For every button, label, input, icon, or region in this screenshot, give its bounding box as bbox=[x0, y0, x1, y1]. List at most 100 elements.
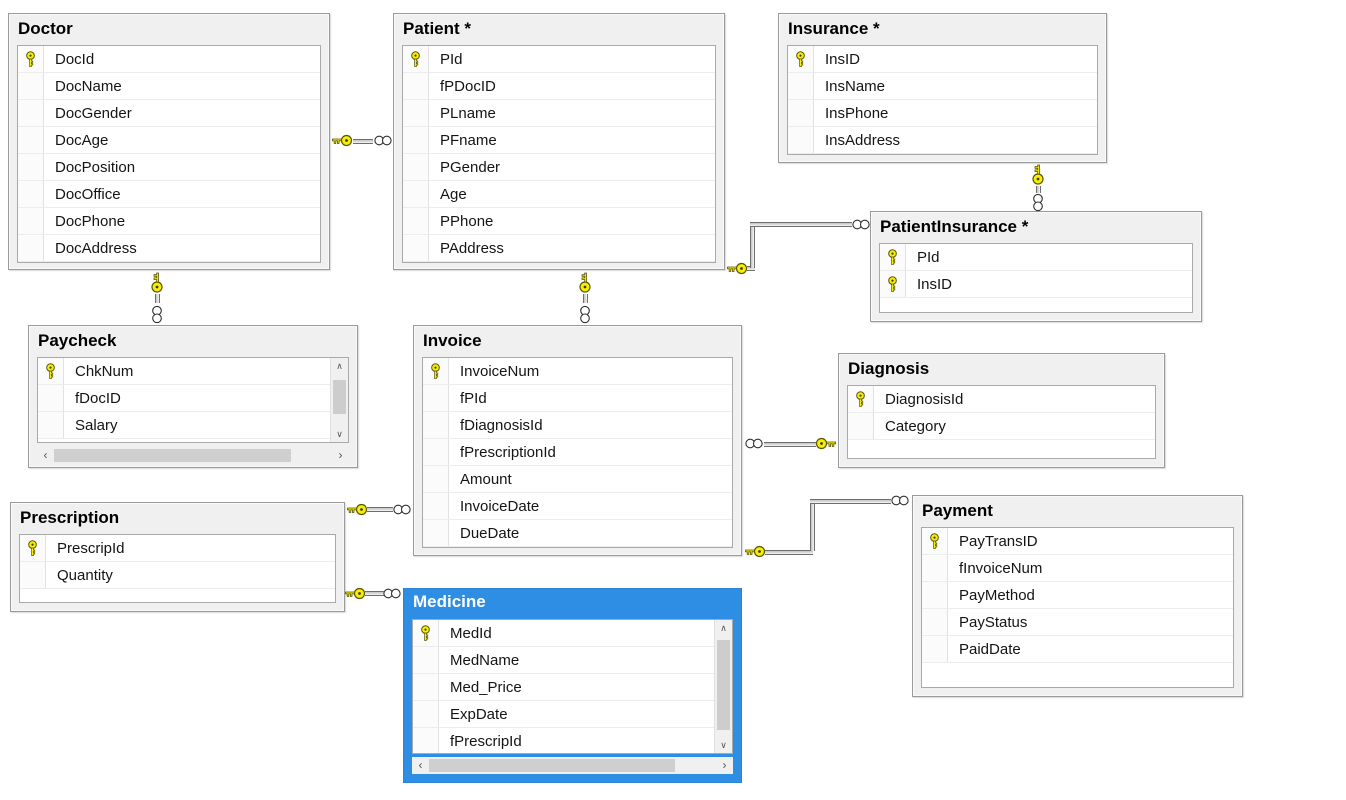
column-row[interactable]: Category bbox=[848, 413, 1155, 440]
relationship-line bbox=[365, 591, 384, 596]
column-row[interactable]: DocPosition bbox=[18, 154, 320, 181]
key-cell bbox=[788, 73, 814, 99]
horizontal-scroll-thumb[interactable] bbox=[54, 449, 291, 462]
primary-key-icon bbox=[403, 46, 429, 72]
column-row[interactable]: InsName bbox=[788, 73, 1097, 100]
column-row[interactable]: DiagnosisId bbox=[848, 386, 1155, 413]
column-row[interactable]: DocAddress bbox=[18, 235, 320, 262]
column-row[interactable]: Med_Price bbox=[413, 674, 715, 701]
scroll-up-icon[interactable]: ∧ bbox=[720, 623, 727, 633]
key-cell bbox=[922, 636, 948, 662]
column-row[interactable]: DocPhone bbox=[18, 208, 320, 235]
scroll-right-icon[interactable]: › bbox=[338, 448, 343, 462]
column-row[interactable]: Quantity bbox=[20, 562, 335, 589]
key-cell bbox=[403, 100, 429, 126]
column-row[interactable]: PId bbox=[403, 46, 715, 73]
column-row[interactable]: DocId bbox=[18, 46, 320, 73]
column-row[interactable]: PId bbox=[880, 244, 1192, 271]
column-name: PFname bbox=[440, 131, 497, 149]
key-cell bbox=[38, 412, 64, 438]
column-row[interactable]: PLname bbox=[403, 100, 715, 127]
column-row[interactable]: DueDate bbox=[423, 520, 732, 547]
column-name: DocAge bbox=[55, 131, 109, 149]
column-row[interactable]: InsID bbox=[880, 271, 1192, 298]
column-name: Salary bbox=[75, 416, 118, 434]
column-name: PayMethod bbox=[959, 586, 1035, 604]
relationship-line bbox=[810, 504, 815, 551]
column-row[interactable]: DocOffice bbox=[18, 181, 320, 208]
column-row[interactable]: PrescripId bbox=[20, 535, 335, 562]
column-row[interactable]: DocGender bbox=[18, 100, 320, 127]
horizontal-scrollbar[interactable]: ‹› bbox=[37, 447, 349, 464]
scroll-left-icon[interactable]: ‹ bbox=[43, 448, 48, 462]
key-cell bbox=[788, 100, 814, 126]
key-one-end-icon bbox=[815, 437, 837, 450]
column-row[interactable]: ChkNum bbox=[38, 358, 331, 385]
column-row[interactable]: PayMethod bbox=[922, 582, 1233, 609]
scroll-up-icon[interactable]: ∧ bbox=[336, 361, 343, 371]
key-cell bbox=[423, 520, 449, 546]
column-row[interactable]: DocName bbox=[18, 73, 320, 100]
column-row[interactable]: Salary bbox=[38, 412, 331, 439]
column-row[interactable]: PAddress bbox=[403, 235, 715, 262]
column-row[interactable]: fPId bbox=[423, 385, 732, 412]
relationship-line bbox=[765, 550, 813, 555]
key-cell bbox=[18, 73, 44, 99]
horizontal-scroll-thumb[interactable] bbox=[429, 759, 675, 772]
column-row[interactable]: InsPhone bbox=[788, 100, 1097, 127]
column-row[interactable]: MedId bbox=[413, 620, 715, 647]
scroll-right-icon[interactable]: › bbox=[722, 758, 727, 772]
column-name: InsID bbox=[825, 50, 861, 68]
column-row[interactable]: PGender bbox=[403, 154, 715, 181]
infinity-many-end-icon bbox=[381, 587, 403, 600]
primary-key-icon bbox=[880, 244, 906, 270]
column-row[interactable]: PaidDate bbox=[922, 636, 1233, 663]
key-cell bbox=[922, 609, 948, 635]
scroll-down-icon[interactable]: ∨ bbox=[720, 740, 727, 750]
column-row[interactable]: PayTransID bbox=[922, 528, 1233, 555]
column-row[interactable]: fDocID bbox=[38, 385, 331, 412]
scroll-left-icon[interactable]: ‹ bbox=[418, 758, 423, 772]
key-one-end-icon bbox=[579, 272, 592, 294]
column-row[interactable]: fPrescriptionId bbox=[423, 439, 732, 466]
horizontal-scrollbar[interactable]: ‹› bbox=[412, 757, 733, 774]
column-row[interactable]: PayStatus bbox=[922, 609, 1233, 636]
column-row[interactable]: InvoiceDate bbox=[423, 493, 732, 520]
column-row[interactable]: PPhone bbox=[403, 208, 715, 235]
column-row[interactable]: ExpDate bbox=[413, 701, 715, 728]
vertical-scrollbar[interactable]: ∧∨ bbox=[330, 358, 348, 442]
infinity-many-end-icon bbox=[1032, 192, 1045, 214]
column-row[interactable]: PFname bbox=[403, 127, 715, 154]
column-row[interactable]: MedName bbox=[413, 647, 715, 674]
column-row[interactable]: InsAddress bbox=[788, 127, 1097, 154]
column-row[interactable]: Age bbox=[403, 181, 715, 208]
key-cell bbox=[403, 73, 429, 99]
column-row[interactable]: InsID bbox=[788, 46, 1097, 73]
column-row[interactable]: Amount bbox=[423, 466, 732, 493]
relationship-line bbox=[750, 222, 852, 227]
column-row[interactable]: DocAge bbox=[18, 127, 320, 154]
vertical-scroll-thumb[interactable] bbox=[717, 640, 730, 730]
column-row[interactable]: InvoiceNum bbox=[423, 358, 732, 385]
column-row[interactable]: fPrescripId bbox=[413, 728, 715, 753]
vertical-scroll-thumb[interactable] bbox=[333, 380, 346, 414]
column-row[interactable]: fDiagnosisId bbox=[423, 412, 732, 439]
column-row[interactable]: fPDocID bbox=[403, 73, 715, 100]
scroll-down-icon[interactable]: ∨ bbox=[336, 429, 343, 439]
column-row[interactable]: fInvoiceNum bbox=[922, 555, 1233, 582]
vertical-scrollbar[interactable]: ∧∨ bbox=[714, 620, 732, 753]
